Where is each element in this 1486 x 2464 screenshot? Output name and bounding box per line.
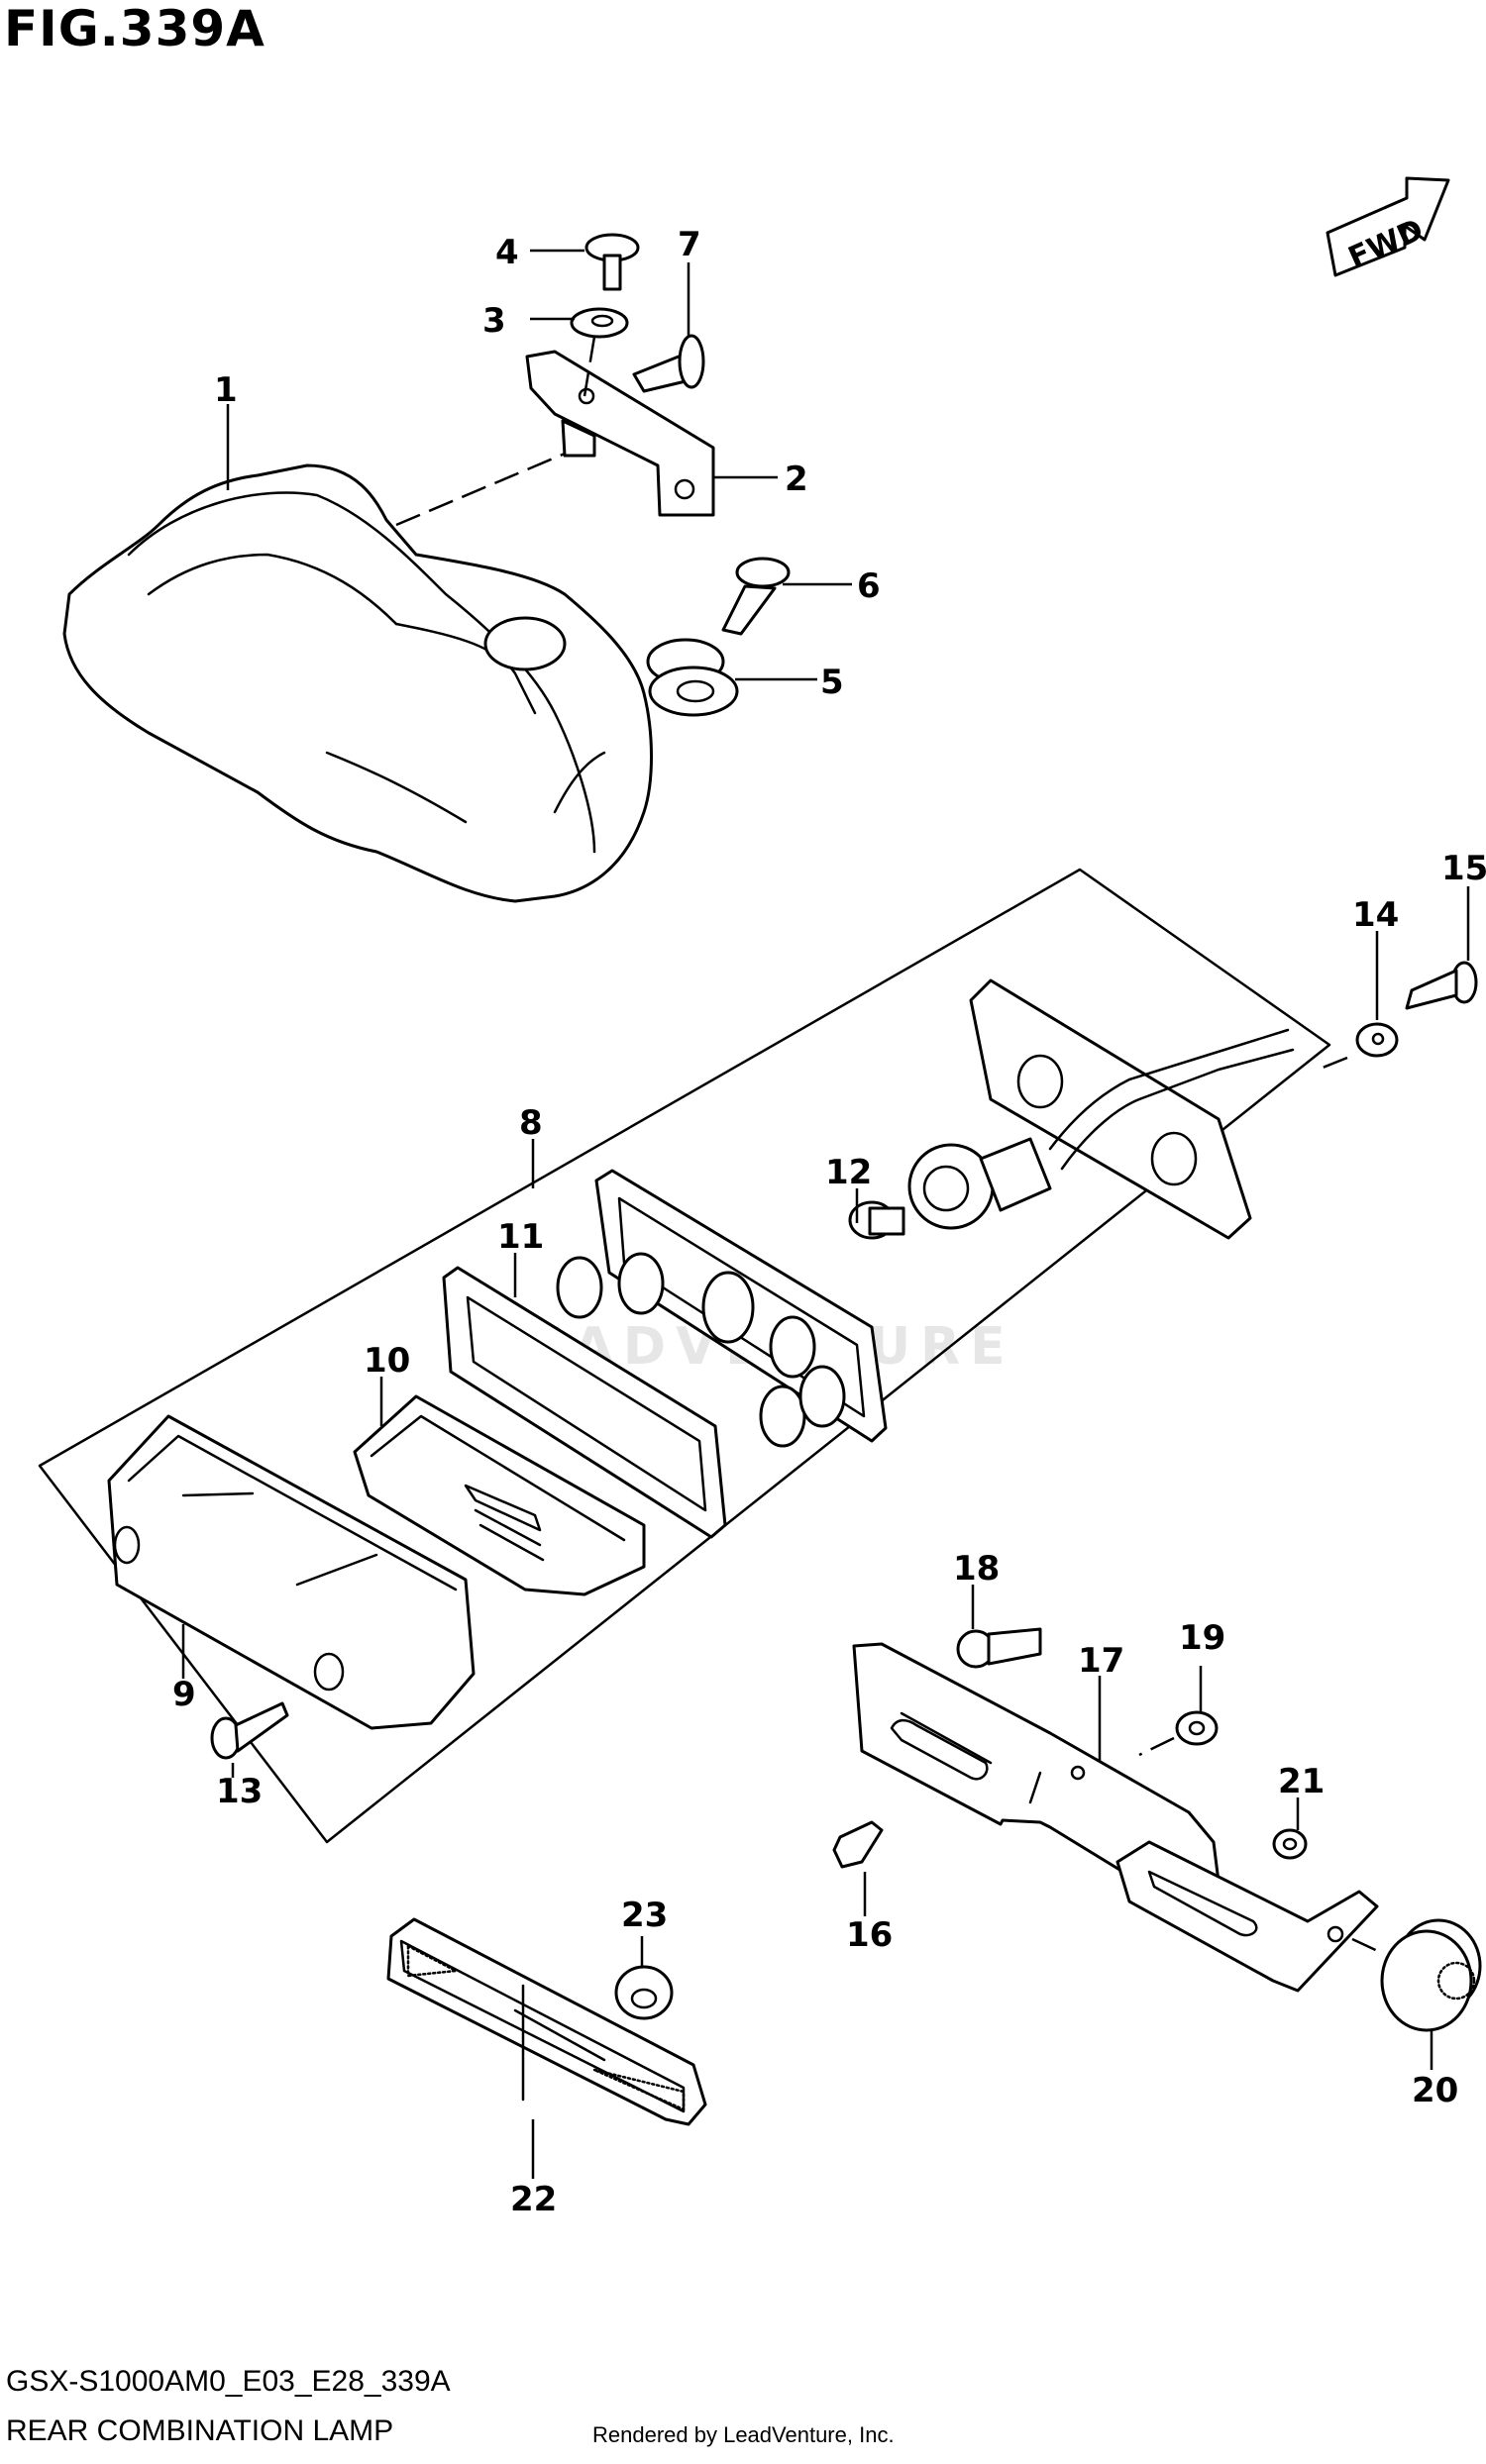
part-1-lamp-housing [62,452,653,903]
callout-5: 5 [820,663,844,702]
callout-19: 19 [1179,1618,1225,1658]
part-21-nut [1272,1828,1308,1860]
callout-22: 22 [510,2180,557,2219]
part-7-screw [632,334,705,393]
part-10-lens-holder [353,1394,646,1596]
part-12-bulb [848,1200,905,1240]
figure-name: REAR COMBINATION LAMP [6,2414,394,2447]
callout-labels: 1 2 3 4 5 6 7 8 9 10 11 12 13 14 15 16 1… [172,225,1486,2219]
callout-11: 11 [497,1217,544,1257]
callout-4: 4 [495,233,519,272]
callout-16: 16 [846,1915,893,1955]
callout-3: 3 [482,301,506,341]
callout-1: 1 [214,370,238,410]
callout-23: 23 [621,1896,668,1935]
part-3-collar [570,307,629,339]
figure-title: FIG.339A [4,0,265,57]
part-20-round-reflector [1380,1918,1482,2032]
model-code: GSX-S1000AM0_E03_E28_339A [6,2365,451,2398]
part-16-cushion [832,1820,884,1869]
part-11-gasket [442,1266,727,1539]
bulb-socket [907,1137,1052,1230]
callout-6: 6 [857,566,881,606]
lamp-assembly-outline [38,868,1331,1844]
callout-leaders [181,249,1470,2179]
callout-17: 17 [1078,1641,1124,1681]
part-23-nut [614,1965,674,2020]
callout-12: 12 [825,1153,872,1192]
callout-18: 18 [953,1549,1000,1589]
callout-9: 9 [172,1675,196,1714]
circuit-board [556,1169,888,1448]
part-6-screw [721,557,791,636]
part-4-screw [584,233,640,291]
part-13-screw [210,1701,289,1760]
part-9-lens [107,1414,476,1730]
part-5-grommet [646,638,739,717]
reflector-mount-arm [1115,1840,1379,1993]
part-15-screw [1405,961,1478,1010]
part-22-reflector-plate [386,1917,707,2126]
callout-13: 13 [216,1772,263,1811]
callout-15: 15 [1441,849,1486,888]
callout-14: 14 [1352,895,1399,935]
callout-2: 2 [785,460,808,499]
forward-direction-arrow: FWD [1326,176,1450,277]
callout-21: 21 [1278,1762,1325,1801]
callout-7: 7 [678,225,701,264]
callout-10: 10 [364,1341,410,1381]
part-19-nut [1175,1710,1219,1746]
part-2-bracket [525,350,715,517]
render-credit: Rendered by LeadVenture, Inc. [592,2422,895,2447]
part-14-washer [1355,1022,1399,1058]
callout-8: 8 [519,1103,543,1143]
callout-20: 20 [1412,2071,1458,2110]
lamp-base-plate [969,978,1295,1240]
part-18-bolt [956,1627,1042,1669]
